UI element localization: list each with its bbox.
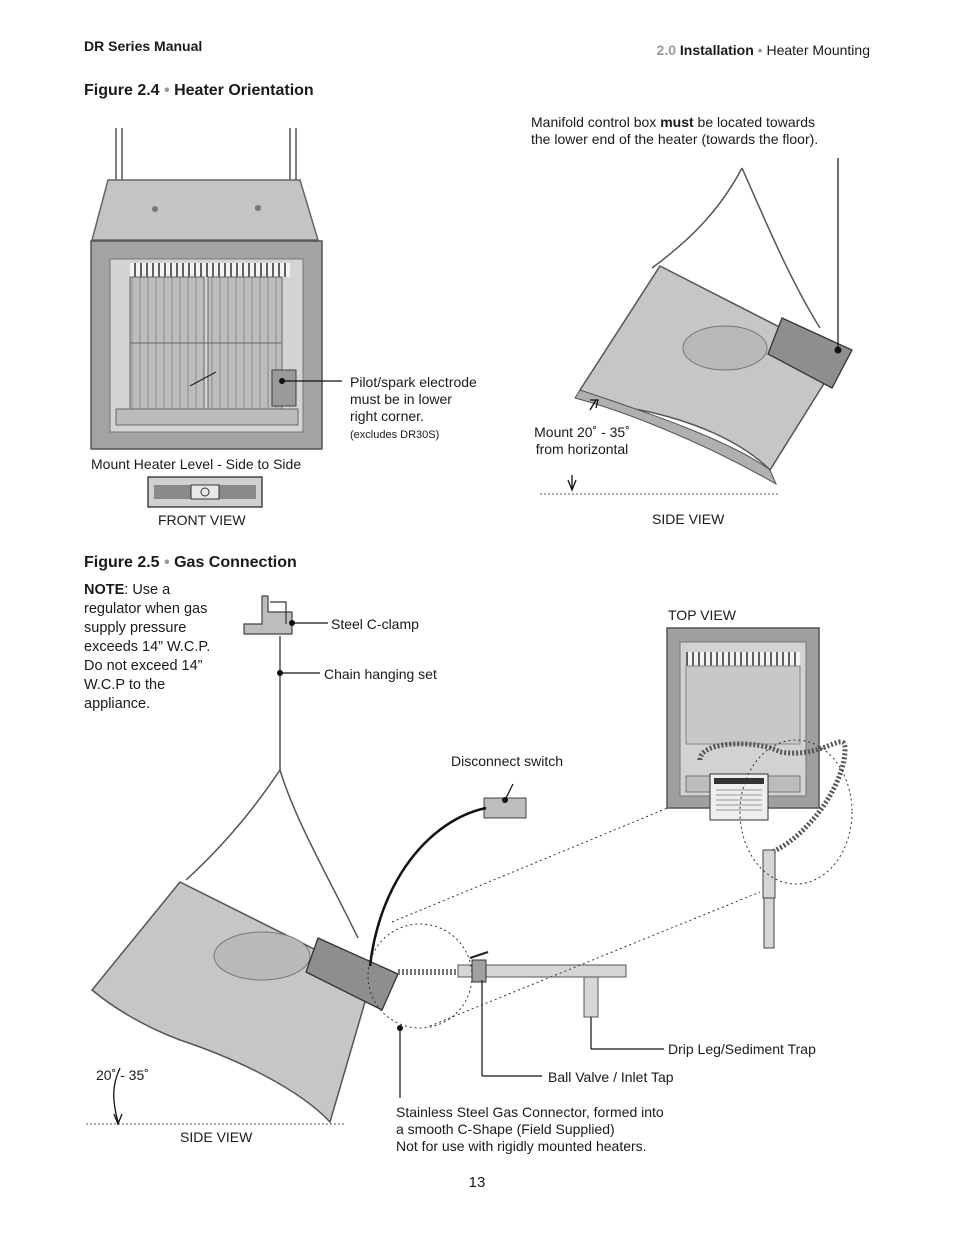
gas-side-view-heater: [86, 595, 399, 1126]
front-chains: [115, 128, 297, 180]
regulator-note: NOTE: Use a regulator when gas supply pr…: [84, 581, 234, 714]
manifold-note: Manifold control box must be located tow…: [531, 114, 818, 148]
manifold-note-emphasis: must: [660, 114, 694, 130]
note-keyword: NOTE: [84, 582, 125, 598]
note-line: W.C.P to the: [84, 677, 166, 693]
front-view-label: FRONT VIEW: [158, 512, 246, 528]
section-header: 2.0 Installation • Heater Mounting: [657, 42, 870, 58]
bullet-separator: •: [164, 554, 170, 571]
manifold-note-text: Manifold control box: [531, 114, 661, 130]
note-line: exceeds 14” W.C.P.: [84, 639, 211, 655]
disconnect-switch-label: Disconnect switch: [451, 753, 564, 769]
figure-label: Figure 2.5: [84, 554, 160, 571]
manual-title: DR Series Manual: [84, 38, 203, 54]
note-line: regulator when gas: [84, 601, 208, 617]
subsection-name: Heater Mounting: [766, 42, 870, 58]
side-chains: [651, 167, 821, 329]
drip-leg-label: Drip Leg/Sediment Trap: [668, 1041, 816, 1057]
chain-set-label: Chain hanging set: [324, 666, 437, 682]
gas-connector-note: Stainless Steel Gas Connector, formed in…: [396, 1104, 664, 1155]
pilot-note-line: must be in lower: [350, 391, 452, 407]
note-line: Do not exceed 14”: [84, 658, 203, 674]
pilot-electrode-note: Pilot/spark electrode must be in lower r…: [350, 374, 477, 444]
section-name: Installation: [679, 42, 754, 58]
connector-note-line: Not for use with rigidly mounted heaters…: [396, 1138, 647, 1154]
figure-label: Figure 2.4: [84, 82, 160, 99]
page-number: 13: [468, 1174, 486, 1191]
note-text: : Use a: [124, 582, 171, 598]
mount-angle-line: from horizontal: [535, 441, 629, 457]
figure-caption: Gas Connection: [174, 554, 297, 571]
front-view-heater: [90, 128, 342, 508]
pilot-note-line: Pilot/spark electrode: [350, 374, 477, 390]
manifold-note-text: be located towards: [693, 114, 816, 130]
mount-angle-note: Mount 20˚ - 35˚ from horizontal: [529, 424, 635, 458]
side-view-label: SIDE VIEW: [652, 511, 725, 527]
manifold-note-line-1: Manifold control box must be located tow…: [531, 114, 818, 131]
top-view-label: TOP VIEW: [668, 607, 736, 623]
gas-piping: [367, 777, 761, 1098]
note-line: NOTE: Use a: [84, 581, 234, 600]
side-view-label-2: SIDE VIEW: [180, 1129, 253, 1145]
angle-label: 20˚ - 35˚: [96, 1067, 149, 1083]
section-number: 2.0: [656, 42, 676, 58]
connector-note-line: Stainless Steel Gas Connector, formed in…: [396, 1104, 664, 1120]
hanging-chain: [185, 636, 359, 939]
connector-note-line: a smooth C-Shape (Field Supplied): [396, 1121, 615, 1137]
bullet-separator: •: [757, 42, 763, 58]
manifold-note-line-2: the lower end of the heater (towards the…: [531, 131, 819, 147]
top-view-heater: [666, 627, 853, 949]
figure-2-5-title: Figure 2.5 • Gas Connection: [84, 554, 297, 572]
side-view-heater: [540, 158, 853, 495]
pilot-note-exception: (excludes DR30S): [350, 429, 440, 441]
note-line: appliance.: [84, 696, 151, 712]
figure-2-4-title: Figure 2.4 • Heater Orientation: [84, 82, 314, 100]
figure-caption: Heater Orientation: [174, 82, 314, 99]
pilot-note-line: right corner.: [350, 408, 424, 424]
label-text-lines: [716, 789, 762, 811]
note-line: supply pressure: [84, 620, 187, 636]
mount-angle-line: Mount 20˚ - 35˚: [534, 424, 630, 440]
steel-clamp-label: Steel C-clamp: [331, 616, 419, 632]
ball-valve-label: Ball Valve / Inlet Tap: [548, 1069, 674, 1085]
mount-level-label: Mount Heater Level - Side to Side: [91, 456, 302, 472]
bullet-separator: •: [164, 82, 170, 99]
